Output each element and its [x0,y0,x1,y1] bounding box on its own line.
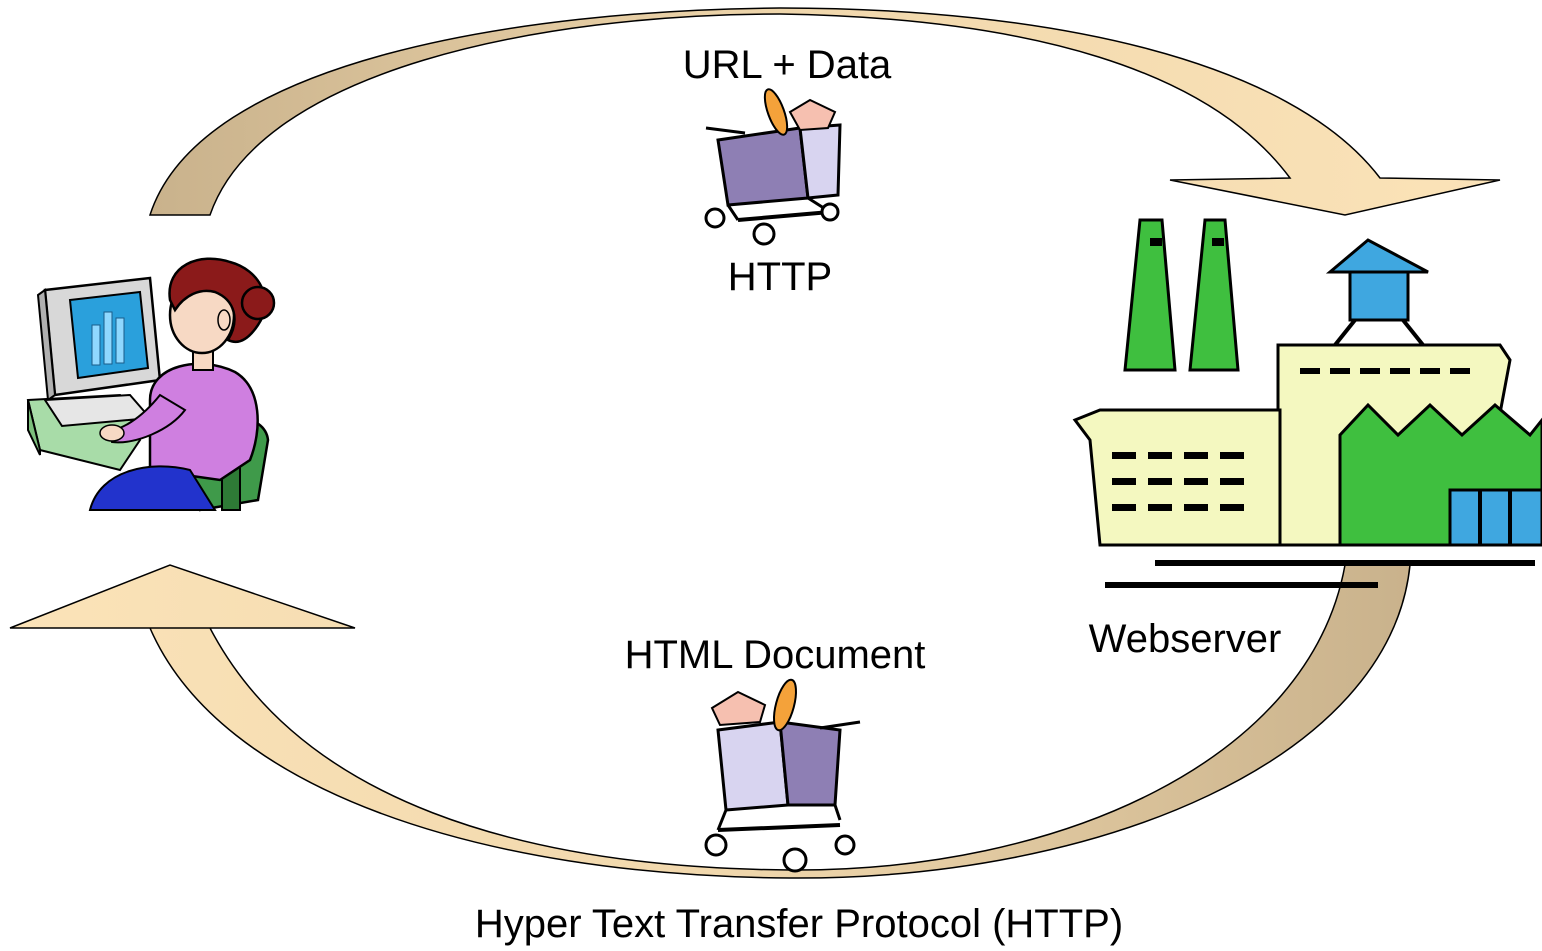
server-label: Webserver [1089,617,1282,661]
user-at-computer-icon [26,257,276,512]
request-cart-icon [704,88,842,246]
response-cart-icon [704,678,861,873]
request-arrow [148,7,1501,216]
request-protocol-label: HTTP [728,255,832,299]
response-document-label: HTML Document [625,633,926,677]
factory-webserver-icon [1072,218,1542,588]
diagram-caption: Hyper Text Transfer Protocol (HTTP) [475,902,1123,946]
response-arrow [9,564,1411,879]
request-data-label: URL + Data [683,43,892,87]
